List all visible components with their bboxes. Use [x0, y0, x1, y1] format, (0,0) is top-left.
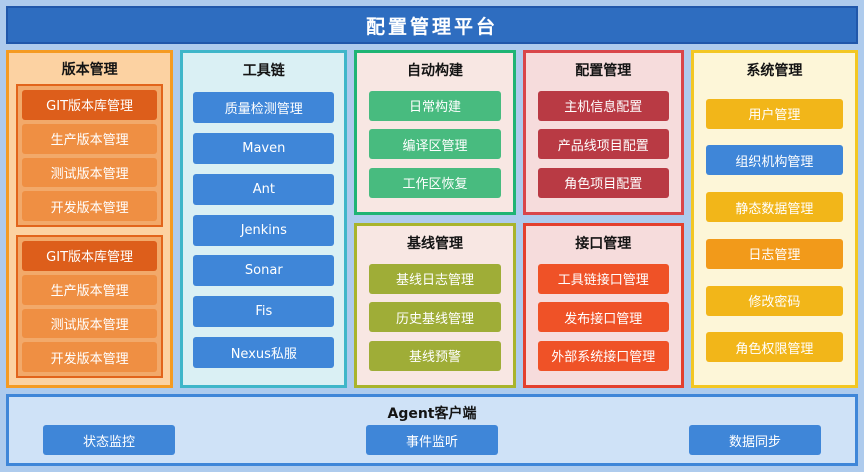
baseline-items: 基线日志管理 历史基线管理 基线预警: [357, 255, 512, 385]
module-box: 工具链接口管理: [537, 263, 669, 294]
panel-config-management: 配置管理 主机信息配置 产品线项目配置 角色项目配置: [522, 50, 684, 215]
module-box: 测试版本管理: [22, 308, 158, 339]
module-box: 修改密码: [705, 285, 844, 316]
interface-items: 工具链接口管理 发布接口管理 外部系统接口管理: [526, 255, 681, 385]
module-box: 历史基线管理: [369, 302, 501, 332]
module-box: 开发版本管理: [22, 342, 158, 372]
module-box: Sonar: [193, 255, 335, 287]
agent-items: 状态监控 事件监听 数据同步: [9, 425, 855, 463]
module-box: 编译区管理: [369, 129, 501, 159]
module-box: 生产版本管理: [22, 274, 158, 305]
module-box: 基线日志管理: [369, 263, 501, 294]
module-box: GIT版本库管理: [22, 90, 158, 120]
panel-title: 工具链: [242, 63, 285, 79]
panel-title: Agent客户端: [387, 406, 477, 422]
module-box: Nexus私服: [193, 337, 335, 369]
module-box: 静态数据管理: [705, 192, 844, 223]
panel-title: 配置管理: [575, 63, 632, 79]
version-groups: GIT版本库管理 生产版本管理 测试版本管理 开发版本管理 GIT版本库管理 生…: [9, 82, 170, 385]
module-box: GIT版本库管理: [22, 241, 158, 271]
module-box: 事件监听: [366, 425, 498, 455]
panel-toolchain: 工具链 质量检测管理 Maven Ant Jenkins Sonar Fis N…: [180, 50, 348, 388]
panel-baseline-management: 基线管理 基线日志管理 历史基线管理 基线预警: [354, 223, 516, 388]
panel-title: 版本管理: [61, 62, 118, 78]
panel-title: 自动构建: [407, 63, 463, 79]
version-group: GIT版本库管理 生产版本管理 测试版本管理 开发版本管理: [16, 235, 164, 378]
module-box: Jenkins: [193, 214, 335, 246]
module-box: 组织机构管理: [705, 145, 844, 176]
autobuild-items: 日常构建 编译区管理 工作区恢复: [357, 82, 512, 212]
module-box: 用户管理: [705, 98, 844, 129]
module-box: 基线预警: [369, 340, 501, 371]
panel-auto-build: 自动构建 日常构建 编译区管理 工作区恢复: [354, 50, 516, 215]
module-box: 日志管理: [705, 238, 844, 269]
panel-title: 接口管理: [575, 236, 632, 252]
module-box: Fis: [193, 296, 335, 328]
module-box: Maven: [193, 132, 335, 164]
page-title: 配置管理平台: [6, 6, 858, 44]
module-box: 测试版本管理: [22, 157, 158, 188]
config-items: 主机信息配置 产品线项目配置 角色项目配置: [526, 82, 681, 212]
module-box: 日常构建: [369, 90, 501, 121]
column-config-interface: 配置管理 主机信息配置 产品线项目配置 角色项目配置 接口管理 工具链接口管理 …: [522, 50, 684, 388]
module-box: 角色项目配置: [537, 167, 669, 198]
module-box: 数据同步: [689, 425, 821, 455]
panel-system-management: 系统管理 用户管理 组织机构管理 静态数据管理 日志管理 修改密码 角色权限管理: [690, 50, 859, 388]
module-box: 产品线项目配置: [537, 129, 669, 159]
module-box: 工作区恢复: [369, 167, 501, 198]
module-box: 发布接口管理: [537, 302, 669, 332]
module-box: 质量检测管理: [193, 91, 335, 123]
toolchain-items: 质量检测管理 Maven Ant Jenkins Sonar Fis Nexus…: [183, 82, 344, 385]
panel-title: 基线管理: [407, 236, 463, 252]
panel-title: 系统管理: [746, 63, 803, 79]
module-box: 外部系统接口管理: [537, 340, 669, 371]
column-build-baseline: 自动构建 日常构建 编译区管理 工作区恢复 基线管理 基线日志管理 历史基线管理…: [354, 50, 516, 388]
system-items: 用户管理 组织机构管理 静态数据管理 日志管理 修改密码 角色权限管理: [694, 82, 855, 385]
version-group: GIT版本库管理 生产版本管理 测试版本管理 开发版本管理: [16, 84, 164, 227]
module-box: 生产版本管理: [22, 123, 158, 154]
main-diagram-area: 版本管理 GIT版本库管理 生产版本管理 测试版本管理 开发版本管理 GIT版本…: [6, 50, 859, 388]
panel-version-management: 版本管理 GIT版本库管理 生产版本管理 测试版本管理 开发版本管理 GIT版本…: [6, 50, 174, 388]
module-box: 开发版本管理: [22, 191, 158, 221]
module-box: 角色权限管理: [705, 332, 844, 363]
module-box: 状态监控: [43, 425, 175, 455]
panel-agent-client: Agent客户端 状态监控 事件监听 数据同步: [6, 394, 858, 466]
module-box: 主机信息配置: [537, 90, 669, 121]
panel-interface-management: 接口管理 工具链接口管理 发布接口管理 外部系统接口管理: [522, 223, 684, 388]
module-box: Ant: [193, 173, 335, 205]
